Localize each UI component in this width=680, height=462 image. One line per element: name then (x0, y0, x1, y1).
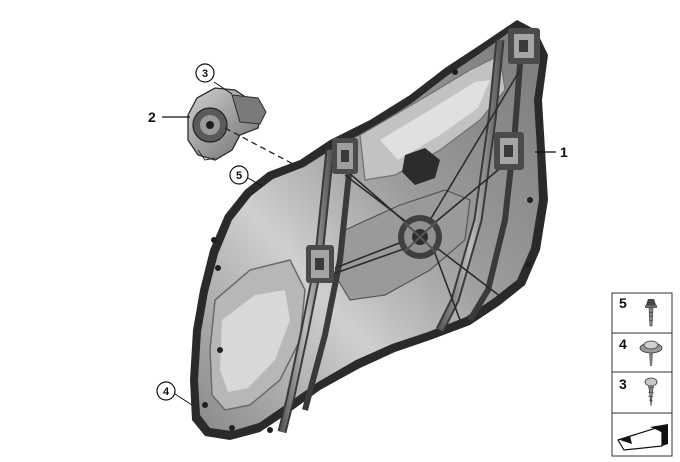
hex-bolt-icon (645, 299, 657, 327)
callout-4: 4 (156, 381, 193, 406)
legend-item-3: 3 (619, 376, 658, 407)
carrier-lower-left (306, 245, 334, 283)
legend-item-5-number: 5 (619, 295, 627, 311)
callout-3: 3 (195, 63, 233, 95)
carrier-upper-right (508, 28, 540, 64)
panel-pocket-highlight (220, 290, 290, 392)
collar-screw-icon (639, 340, 663, 366)
callout-5-label: 5 (236, 170, 242, 182)
callout-3-label: 3 (202, 68, 208, 80)
callout-5: 5 (229, 165, 263, 187)
parts-catalog-logo-icon (617, 424, 668, 451)
carrier-lower-right (494, 132, 524, 170)
window-motor (187, 87, 267, 161)
legend-item-5: 5 (619, 295, 657, 327)
callout-1-label: 1 (560, 144, 568, 160)
fastener-legend: 5 4 3 (611, 292, 673, 457)
cable-drum (398, 215, 442, 259)
panel-center-opening (402, 148, 440, 185)
callout-2-label: 2 (148, 109, 156, 125)
guide-rails (277, 37, 525, 434)
flange-mount-points (202, 69, 533, 433)
motor-armature (231, 94, 267, 125)
motor-shaft (206, 121, 214, 129)
callout-4-label: 4 (163, 386, 170, 398)
legend-item-3-number: 3 (619, 376, 627, 392)
panel-upper-highlight (380, 80, 490, 160)
carrier-upper-left (332, 138, 358, 174)
legend-item-4: 4 (619, 336, 663, 366)
self-tapping-screw-icon (644, 377, 658, 407)
legend-item-4-number: 4 (619, 336, 627, 352)
glass-carrier-clips (306, 28, 540, 283)
callout-1: 1 (535, 144, 568, 160)
window-regulator-panel (190, 20, 548, 440)
assembly-dashed-line (224, 127, 296, 166)
callout-2: 2 (148, 109, 190, 125)
